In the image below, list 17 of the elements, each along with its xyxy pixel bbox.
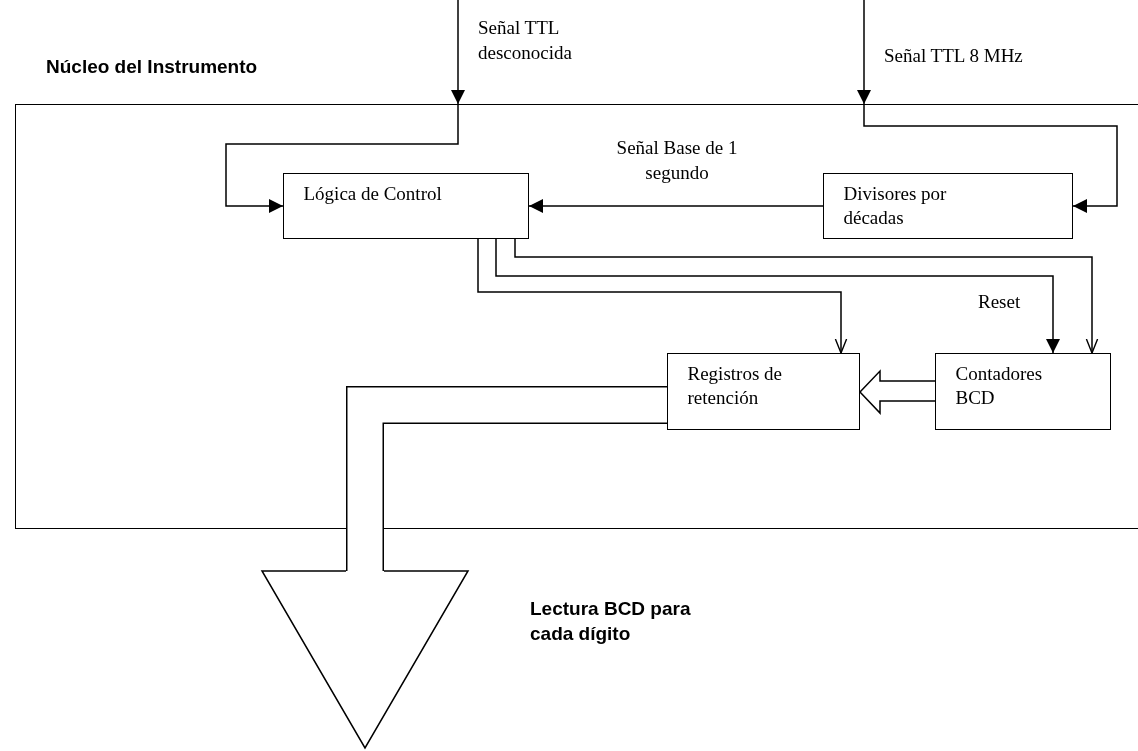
arrow	[857, 0, 871, 105]
process-box	[282, 172, 529, 239]
section-heading: Núcleo del Instrumento	[46, 55, 258, 79]
process-box	[822, 172, 1073, 239]
arrow	[477, 238, 848, 354]
block-label: Lógica de Control	[303, 181, 443, 206]
block-label: Registros de retención	[687, 361, 783, 411]
arrow	[528, 199, 824, 213]
arrow	[451, 0, 465, 105]
process-box	[934, 352, 1111, 430]
process-box	[666, 352, 860, 430]
block-label: Contadores BCD	[955, 361, 1044, 411]
arrow	[225, 103, 459, 213]
bus-arrow	[858, 369, 936, 415]
arrow	[863, 103, 1118, 213]
block-label: Divisores por décadas	[843, 181, 948, 231]
output-caption: Lectura BCD para cada dígito	[530, 597, 692, 646]
